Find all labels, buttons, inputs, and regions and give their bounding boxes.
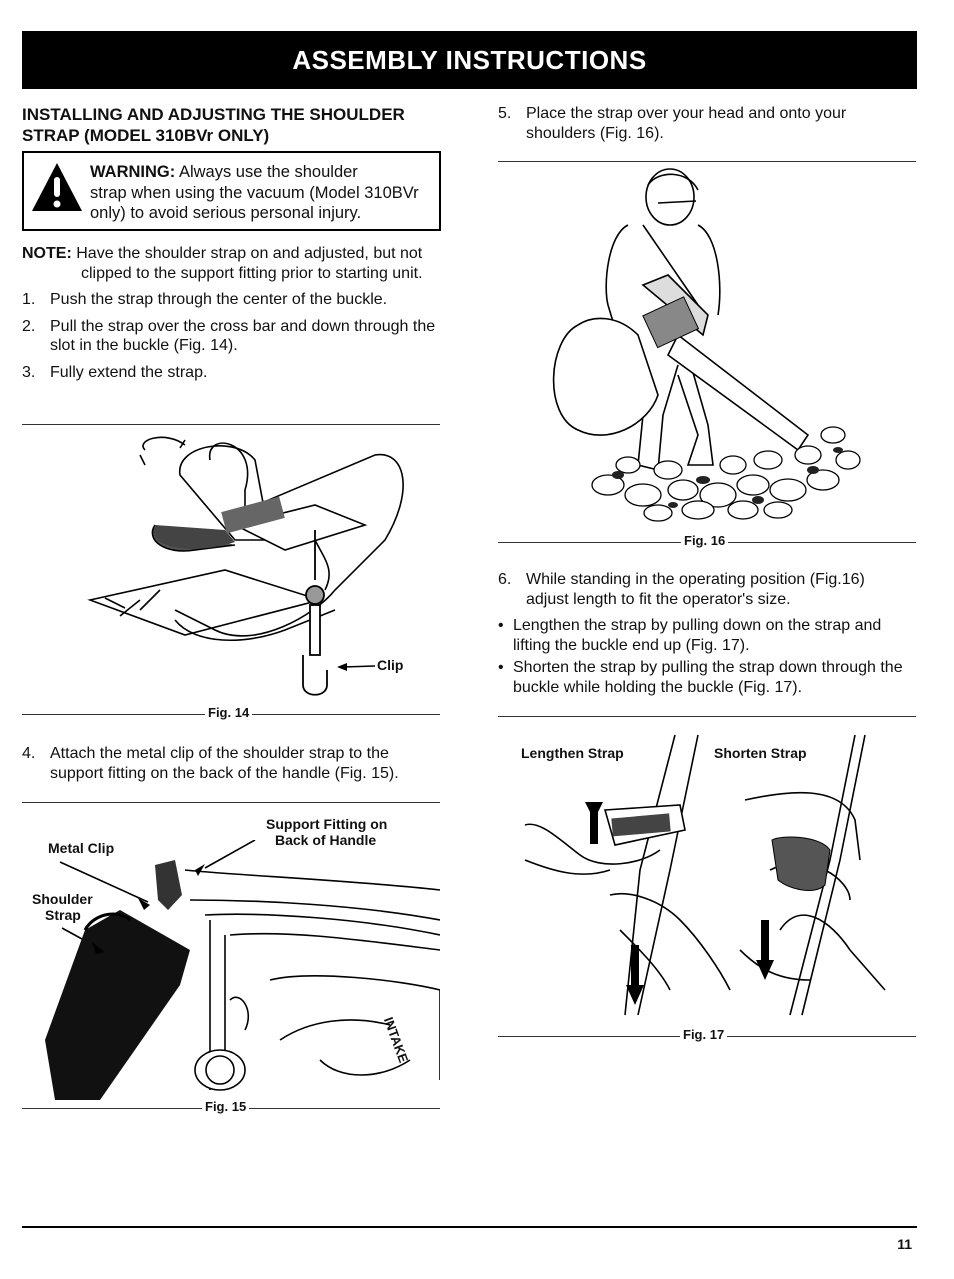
bullet-shorten-text: Shorten the strap by pulling the strap d…	[513, 659, 903, 696]
divider	[22, 424, 440, 425]
page-number: 11	[897, 1236, 912, 1252]
page-banner-title: ASSEMBLY INSTRUCTIONS	[22, 31, 917, 89]
warning-box: WARNING: Always use the shoulder strap w…	[22, 151, 441, 231]
warning-line3: only) to avoid serious personal injury.	[90, 204, 362, 222]
fig15-callout-support-fitting: Support Fitting on Back of Handle	[266, 816, 387, 848]
fig14-buckle-illustration	[87, 436, 404, 696]
footer-rule	[22, 1226, 917, 1228]
divider	[498, 161, 916, 162]
fig15-callout-shoulder-strap: Shoulder Strap	[32, 891, 93, 923]
fig17-callout-shorten: Shorten Strap	[714, 745, 807, 761]
fig15-support-line1: Support Fitting on	[266, 816, 388, 832]
fig16-caption: Fig. 16	[681, 533, 729, 548]
step-2-text: Pull the strap over the cross bar and do…	[50, 317, 436, 355]
note-line1: Have the shoulder strap on and adjusted,…	[76, 245, 423, 262]
bullet-dot: •	[498, 659, 504, 676]
step-3-text: Fully extend the strap.	[50, 363, 208, 381]
warning-label: WARNING:	[90, 163, 176, 181]
fig17-strap-adjust-illustration	[524, 734, 886, 1016]
bullet-dot: •	[498, 617, 504, 634]
fig15-shoulder-line2: Strap	[45, 907, 81, 923]
note-block: NOTE: Have the shoulder strap on and adj…	[22, 244, 447, 283]
fig17-callout-lengthen: Lengthen Strap	[521, 745, 624, 761]
warning-text: WARNING: Always use the shoulder strap w…	[90, 162, 440, 224]
step-6-number: 6.	[498, 571, 512, 588]
step-5-number: 5.	[498, 105, 512, 122]
fig15-shoulder-line1: Shoulder	[32, 891, 93, 907]
fig16-operator-illustration	[552, 168, 861, 522]
fig14-callout-clip: Clip	[377, 657, 404, 673]
bullet-list: • Lengthen the strap by pulling down on …	[498, 616, 903, 697]
step-1-number: 1.	[22, 291, 36, 308]
bullet-lengthen: • Lengthen the strap by pulling down on …	[498, 616, 903, 655]
step-3-number: 3.	[22, 363, 36, 381]
note-label: NOTE:	[22, 245, 72, 262]
warning-triangle-icon	[32, 163, 82, 211]
step-6-text: While standing in the operating position…	[526, 571, 865, 608]
section-heading-line2: STRAP (MODEL 310BVr ONLY)	[22, 126, 270, 145]
step-6: 6. While standing in the operating posit…	[498, 570, 918, 609]
divider	[22, 802, 440, 803]
section-heading: INSTALLING AND ADJUSTING THE SHOULDER ST…	[22, 104, 452, 146]
fig17-caption: Fig. 17	[680, 1027, 728, 1042]
fig15-support-line2: Back of Handle	[275, 832, 377, 848]
step-4-number: 4.	[22, 745, 36, 762]
steps-left-list: 1. Push the strap through the center of …	[22, 290, 442, 382]
step-1-text: Push the strap through the center of the…	[50, 291, 388, 308]
step-5: 5. Place the strap over your head and on…	[498, 104, 918, 143]
step-5-text: Place the strap over your head and onto …	[526, 105, 847, 142]
step-3: 3. Fully extend the strap.	[22, 363, 442, 383]
warning-line1: Always use the shoulder	[178, 163, 358, 181]
bullet-lengthen-text: Lengthen the strap by pulling down on th…	[513, 617, 882, 654]
step-1: 1. Push the strap through the center of …	[22, 290, 442, 310]
divider	[498, 716, 916, 717]
fig14-caption: Fig. 14	[205, 705, 253, 720]
note-line2: clipped to the support fitting prior to …	[81, 264, 423, 282]
step-4: 4. Attach the metal clip of the shoulder…	[22, 744, 442, 783]
step-2-number: 2.	[22, 317, 36, 335]
step-2: 2. Pull the strap over the cross bar and…	[22, 317, 437, 356]
section-heading-line1: INSTALLING AND ADJUSTING THE SHOULDER	[22, 105, 405, 124]
bullet-shorten: • Shorten the strap by pulling the strap…	[498, 658, 903, 697]
fig15-handle-illustration	[45, 840, 440, 1100]
warning-line2: strap when using the vacuum (Model 310BV…	[90, 183, 419, 202]
fig15-callout-metal-clip: Metal Clip	[48, 840, 115, 856]
step-4-text: Attach the metal clip of the shoulder st…	[50, 745, 399, 782]
fig15-caption: Fig. 15	[202, 1099, 250, 1114]
